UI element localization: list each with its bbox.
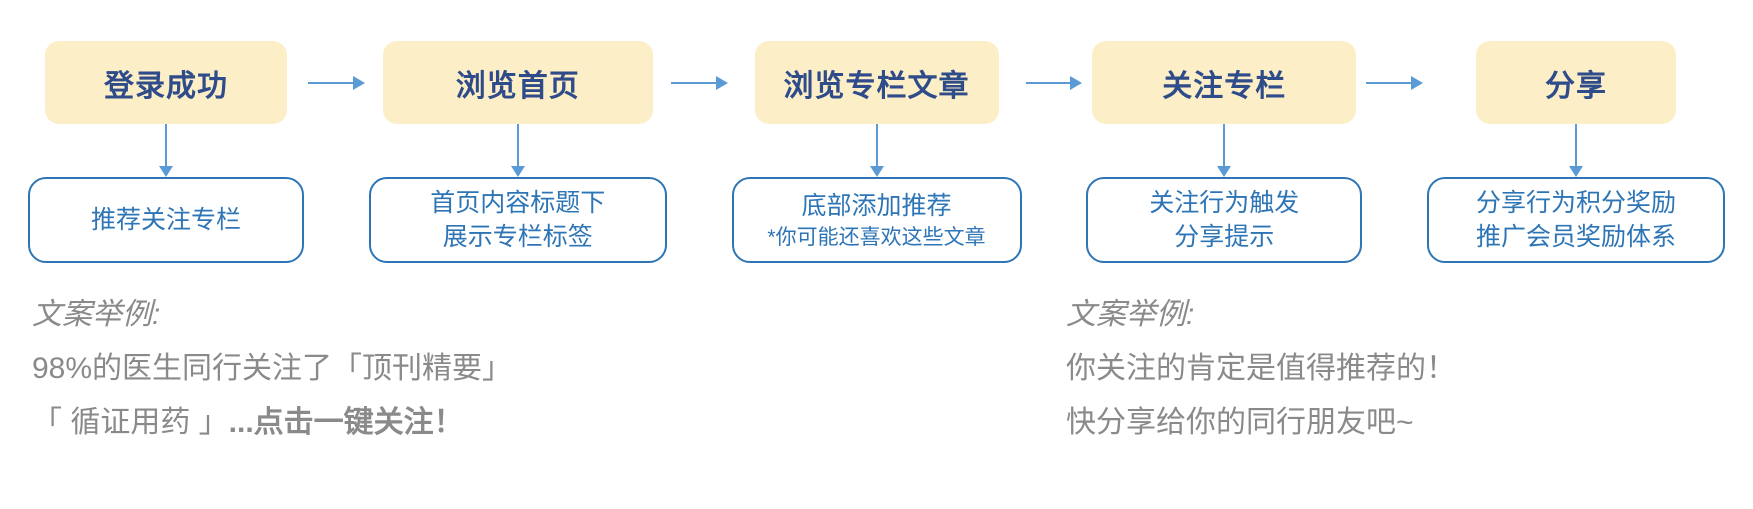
arrow-shaft [1366,81,1411,84]
arrow-shaft [1025,81,1071,84]
caption-line: 快分享给你的同行朋友吧~ [1066,396,1456,450]
flow-note-line: 底部添加推荐 [801,191,952,220]
flow-step-box: 分享 [1476,41,1676,124]
flow-note-box: 底部添加推荐 *你可能还喜欢这些文章 [731,177,1022,263]
arrow-shaft [165,124,167,166]
caption-block-right: 文案举例: 你关注的肯定是值得推荐的！ 快分享给你的同行朋友吧~ [1066,288,1456,450]
flow-column-share: 分享 分享行为积分奖励 推广会员奖励体系 [1427,41,1725,263]
caption-text-bold: ...点击一键关注！ [228,406,464,439]
arrow-head [715,75,728,90]
arrow-head [1217,166,1232,177]
arrow-head [159,166,173,177]
flow-note-line: 首页内容标题下 [430,189,606,217]
arrow-head [1070,75,1083,90]
flow-step-box: 登录成功 [45,41,287,124]
flow-step-title: 浏览专栏文章 [783,69,970,103]
flow-column-login: 登录成功 推荐关注专栏 [28,41,304,263]
arrow-shaft [670,81,716,84]
arrow-down-icon [159,124,173,177]
arrow-head [869,166,884,177]
arrow-right-icon [1362,72,1427,93]
caption-text: 你关注的肯定是值得推荐的！ [1066,352,1456,385]
flow-note-line: 分享提示 [1174,223,1275,251]
arrow-right-icon [304,72,369,93]
caption-line: 「 循证用药 」...点击一键关注！ [32,396,512,450]
flow-note-box: 关注行为触发 分享提示 [1086,177,1363,263]
flow-note-line: 推广会员奖励体系 [1475,223,1676,251]
caption-text: 「 循证用药 」 [32,406,229,439]
caption-heading: 文案举例: [32,298,161,331]
flow-note-box: 分享行为积分奖励 推广会员奖励体系 [1427,177,1725,263]
arrow-head [1569,166,1583,177]
caption-line: 98%的医生同行关注了「顶刊精要」 [32,342,512,396]
arrow-head [1411,75,1423,90]
arrow-down-icon [510,124,525,177]
arrow-shaft [1223,124,1226,166]
arrow-right-icon [667,72,732,93]
flow-note-line: *你可能还喜欢这些文章 [767,225,986,249]
flow-diagram: 登录成功 推荐关注专栏 浏览首页 首页内 [28,41,1725,263]
flow-step-title: 分享 [1545,69,1607,103]
flow-column-follow: 关注专栏 关注行为触发 分享提示 [1086,41,1363,263]
arrow-head [510,166,525,177]
caption-text: 98%的医生同行关注了「顶刊精要」 [32,352,513,385]
arrow-right-icon [1022,72,1087,93]
arrow-shaft [1575,124,1577,166]
caption-line: 你关注的肯定是值得推荐的！ [1066,342,1456,396]
flow-note-line: 展示专栏标签 [442,223,593,251]
arrow-down-icon [1217,124,1232,177]
arrow-down-icon [1569,124,1583,177]
arrow-down-icon [869,124,884,177]
caption-text: 快分享给你的同行朋友吧~ [1066,406,1414,439]
flow-column-browse-article: 浏览专栏文章 底部添加推荐 *你可能还喜欢这些文章 [731,41,1022,263]
flow-note-line: 关注行为触发 [1149,189,1300,217]
caption-block-left: 文案举例: 98%的医生同行关注了「顶刊精要」 「 循证用药 」...点击一键关… [32,288,512,450]
flow-step-title: 登录成功 [104,69,228,103]
flow-step-box: 关注专栏 [1092,41,1357,124]
flow-step-title: 关注专栏 [1162,69,1287,103]
arrow-head [352,75,365,90]
flow-note-line: 推荐关注专栏 [90,206,241,234]
arrow-shaft [516,124,519,166]
flow-column-browse-home: 浏览首页 首页内容标题下 展示专栏标签 [368,41,667,263]
flow-note-box: 首页内容标题下 展示专栏标签 [368,177,667,263]
flow-note-line: 分享行为积分奖励 [1475,189,1676,217]
flow-step-box: 浏览专栏文章 [754,41,999,124]
flow-step-title: 浏览首页 [455,69,580,103]
flow-note-box: 推荐关注专栏 [28,177,304,263]
arrow-shaft [875,124,878,166]
flow-step-box: 浏览首页 [382,41,653,124]
caption-heading: 文案举例: [1066,298,1195,331]
arrow-shaft [308,81,353,84]
